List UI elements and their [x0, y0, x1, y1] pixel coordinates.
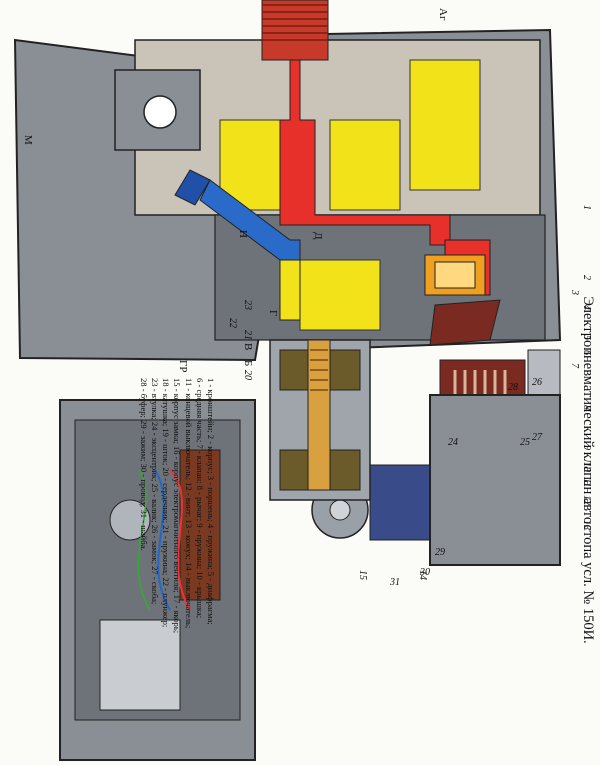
- label-31: 31: [389, 577, 400, 588]
- label-b: Б: [242, 360, 254, 366]
- label-1: 1: [581, 205, 592, 210]
- lock-detail: [429, 394, 561, 566]
- label-ag: Аг: [437, 8, 449, 21]
- main-cross-section: [13, 0, 562, 551]
- label-4: 4: [581, 305, 592, 310]
- label-2: 2: [581, 275, 592, 280]
- label-v: В: [242, 343, 254, 350]
- label-29: 29: [435, 547, 445, 558]
- label-30: 30: [419, 567, 430, 578]
- label-g: Г: [267, 310, 279, 316]
- label-23: 23: [242, 300, 253, 310]
- label-22: 22: [227, 318, 238, 328]
- label-14: 14: [417, 570, 428, 580]
- wiring-panel: [59, 399, 256, 761]
- label-d: Д: [312, 232, 324, 240]
- label-6: 6: [581, 350, 592, 355]
- label-28: 28: [508, 382, 518, 393]
- label-10: 10: [581, 462, 592, 472]
- label-gr: ГР: [177, 360, 189, 372]
- label-n: Н: [237, 230, 249, 238]
- label-26: 26: [532, 377, 542, 388]
- label-27: 27: [532, 432, 543, 443]
- label-13: 13: [581, 520, 592, 530]
- label-11: 11: [581, 478, 592, 487]
- label-7: 7: [569, 363, 580, 369]
- label-25: 25: [520, 437, 530, 448]
- label-8: 8: [581, 405, 592, 410]
- label-9: 9: [581, 445, 592, 450]
- label-12: 12: [581, 495, 592, 505]
- label-20: 20: [242, 370, 253, 380]
- label-15: 15: [357, 570, 368, 580]
- label-24: 24: [448, 437, 458, 448]
- label-m: М: [22, 135, 34, 145]
- label-5: 5: [581, 335, 592, 340]
- label-3: 3: [569, 289, 580, 295]
- label-21: 21: [242, 330, 253, 340]
